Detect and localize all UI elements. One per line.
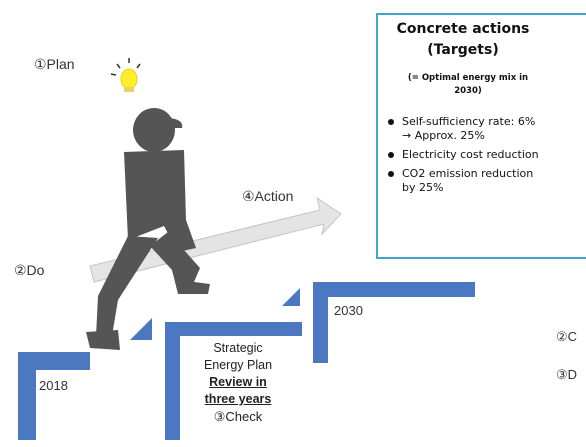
targets-box-subtitle-1: (= Optimal energy mix in — [407, 73, 529, 83]
climbing-person-icon — [86, 108, 210, 350]
right-partial-label-a: ②C — [556, 329, 578, 344]
target-item: CO2 emission reduction by 25% — [386, 167, 539, 195]
lightbulb-icon — [110, 58, 141, 92]
bullet-icon — [388, 152, 394, 158]
stair-step-middle — [165, 288, 302, 440]
strategy-line-1: Strategic — [213, 341, 263, 355]
target-item-line-1: CO2 emission reduction — [402, 167, 534, 180]
plan-label: ①Plan — [34, 56, 75, 72]
targets-box-title-1: Concrete actions — [396, 21, 530, 37]
target-item-line-1: Electricity cost reduction — [402, 148, 539, 161]
targets-box-title-2: (Targets) — [427, 42, 499, 58]
strategy-line-2: Energy Plan — [203, 358, 273, 372]
target-item-line-1: Self-sufficiency rate: 6% — [402, 115, 536, 128]
targets-box: Concrete actions (Targets) (= Optimal en… — [376, 13, 586, 259]
stair-step-2030 — [313, 282, 475, 363]
target-item-line-2: → Approx. 25% — [402, 129, 485, 142]
right-partial-label-b: ③D — [556, 367, 578, 382]
target-item: Self-sufficiency rate: 6% → Approx. 25% — [386, 115, 539, 143]
year-label-start: 2018 — [39, 378, 68, 393]
review-line-1: Review in — [209, 375, 267, 389]
action-label: ④Action — [242, 188, 294, 204]
stair-step-2018 — [18, 318, 152, 440]
bullet-icon — [388, 171, 394, 177]
targets-box-subtitle-2: 2030) — [454, 86, 482, 96]
target-item-line-2: by 25% — [402, 181, 444, 194]
targets-list: Self-sufficiency rate: 6% → Approx. 25% … — [386, 115, 539, 195]
year-label-target: 2030 — [334, 303, 363, 318]
check-label: ③Check — [213, 409, 263, 424]
do-label: ②Do — [14, 262, 45, 278]
target-item: Electricity cost reduction — [386, 148, 539, 162]
strategic-energy-plan-text: Strategic Energy Plan Review in three ye… — [183, 340, 293, 425]
bullet-icon — [388, 119, 394, 125]
review-line-2: three years — [204, 392, 272, 406]
